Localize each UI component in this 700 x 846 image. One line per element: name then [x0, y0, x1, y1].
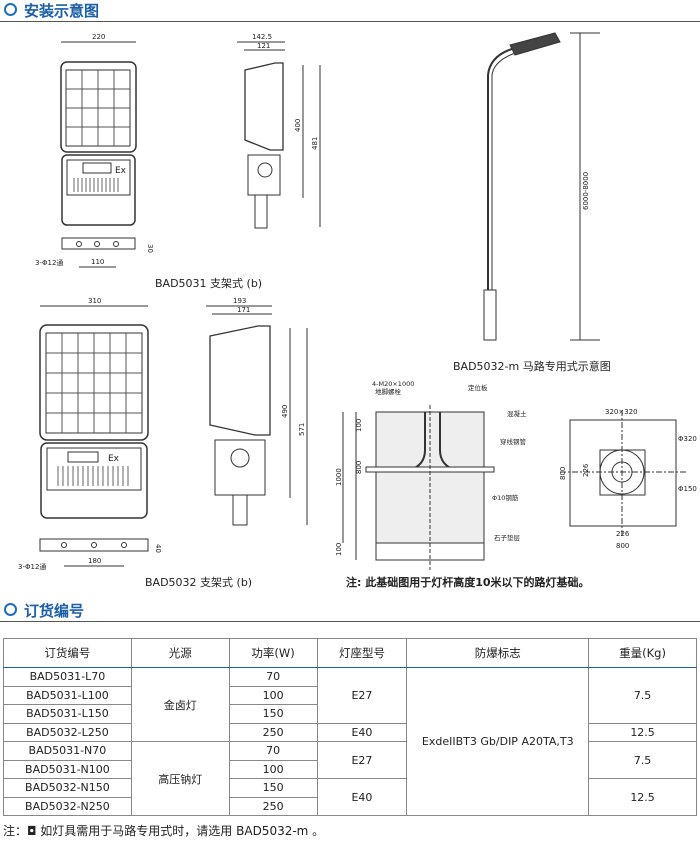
svg-text:6000-8000: 6000-8000	[582, 172, 590, 210]
street-pole-drawing: 6000-8000	[483, 32, 600, 341]
svg-text:800: 800	[616, 542, 629, 550]
svg-text:571: 571	[298, 423, 306, 436]
svg-text:193: 193	[233, 297, 246, 305]
svg-text:Φ320: Φ320	[678, 435, 697, 443]
svg-text:226: 226	[582, 463, 590, 477]
svg-text:3-Φ12通: 3-Φ12通	[35, 258, 63, 267]
bad5031-caption: BAD5031 支架式 (b)	[155, 277, 263, 290]
svg-text:地脚螺栓: 地脚螺栓	[375, 387, 402, 396]
svg-text:121: 121	[257, 42, 270, 50]
section-header-order: 订货编号	[0, 600, 700, 622]
svg-text:30: 30	[146, 244, 154, 253]
svg-text:1000: 1000	[335, 468, 343, 486]
section-header-install: 安装示意图	[0, 0, 700, 22]
svg-text:混凝土: 混凝土	[507, 409, 527, 418]
svg-text:Φ10钢筋: Φ10钢筋	[492, 493, 519, 502]
circle-bullet-icon	[4, 603, 17, 616]
table-header-row: 订货编号光源功率(W)灯座型号防爆标志重量(Kg)	[3, 638, 697, 668]
foundation-note: 注: 此基础图用于灯杆高度10米以下的路灯基础。	[346, 576, 590, 589]
svg-text:310: 310	[88, 297, 101, 305]
bad5032-front-view: 310 Ex 180 40 3-Φ12通	[18, 297, 162, 571]
svg-text:800: 800	[355, 461, 363, 474]
svg-text:481: 481	[311, 137, 319, 150]
svg-text:Ex: Ex	[108, 454, 120, 464]
svg-text:800: 800	[559, 467, 567, 480]
svg-text:180: 180	[88, 557, 101, 565]
svg-text:226: 226	[616, 530, 630, 538]
svg-text:142.5: 142.5	[252, 33, 272, 41]
svg-text:3-Φ12通: 3-Φ12通	[18, 562, 46, 571]
svg-text:Φ150: Φ150	[678, 485, 697, 493]
svg-text:110: 110	[91, 258, 104, 266]
bad5031-front-view: 220 Ex 110 30 3-Φ12通	[35, 33, 154, 268]
svg-text:定位板: 定位板	[468, 383, 488, 392]
svg-text:Ex: Ex	[115, 166, 127, 176]
svg-text:石子垫层: 石子垫层	[494, 533, 521, 542]
svg-text:100: 100	[355, 419, 363, 432]
order-note: 注：◘ 如灯具需用于马路专用式时，请选用 BAD5032-m 。	[3, 824, 325, 838]
svg-text:100: 100	[335, 543, 343, 556]
circle-bullet-icon	[4, 3, 17, 16]
svg-text:220: 220	[92, 33, 105, 41]
svg-text:穿线钢管: 穿线钢管	[500, 437, 527, 446]
pole-caption: BAD5032-m 马路专用式示意图	[453, 360, 611, 373]
bad5032-caption: BAD5032 支架式 (b)	[145, 576, 253, 589]
svg-text:4-M20×1000: 4-M20×1000	[372, 380, 414, 388]
svg-text:400: 400	[294, 119, 302, 132]
svg-text:171: 171	[237, 306, 250, 314]
svg-text:40: 40	[154, 544, 162, 553]
svg-text:490: 490	[281, 405, 289, 418]
svg-text:320×320: 320×320	[605, 408, 638, 416]
